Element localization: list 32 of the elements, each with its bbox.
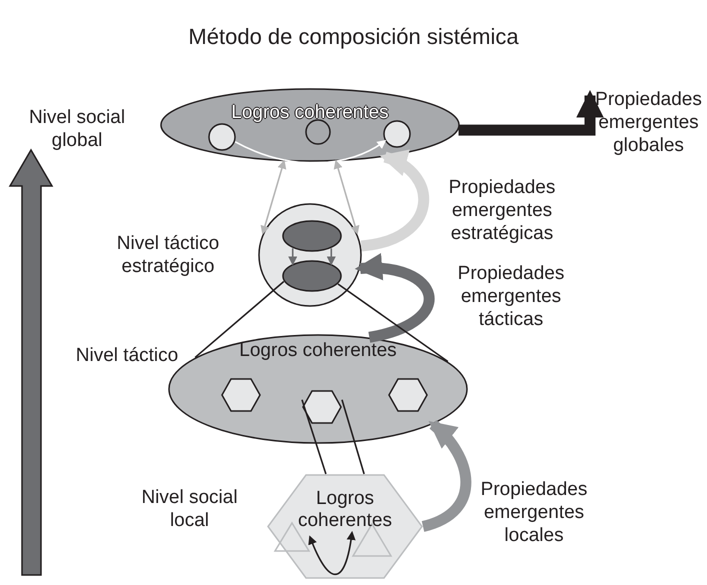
arrow [308,530,356,576]
arrow [334,160,360,235]
node-label: Logros coherentes [230,102,390,124]
hexagon-shape [388,378,428,412]
arrow [326,248,336,266]
level-circle [258,203,362,307]
diagram-title: Método de composición sistémica [187,24,520,50]
property-label: Propiedades emergentes globales [590,88,707,185]
connector-line [338,283,448,362]
level-label: Nivel social global [28,106,126,152]
broad-arrow [360,152,429,252]
arrow [288,248,298,266]
connector-line [341,400,365,474]
level-label: Nivel táctico estratégico [116,232,220,278]
level-label: Nivel social local [140,486,239,532]
level-hexagon [267,474,423,579]
arrow [260,160,286,235]
small-circle [383,120,411,148]
level-label: Nivel táctico [74,344,180,367]
broad-arrow [354,254,434,343]
node-label: Logros coherentes [238,340,398,362]
node-label: Logros coherentes [296,488,393,532]
small-circle [305,119,331,145]
hexagon-shape [221,378,261,412]
small-circle [208,123,236,151]
dark-ellipse [282,260,342,292]
hexagon-shape [302,390,342,424]
broad-arrow [458,90,604,136]
connector-line [194,280,284,358]
connector-line [301,399,327,474]
level-ellipse [160,88,460,162]
dark-ellipse [282,220,342,252]
